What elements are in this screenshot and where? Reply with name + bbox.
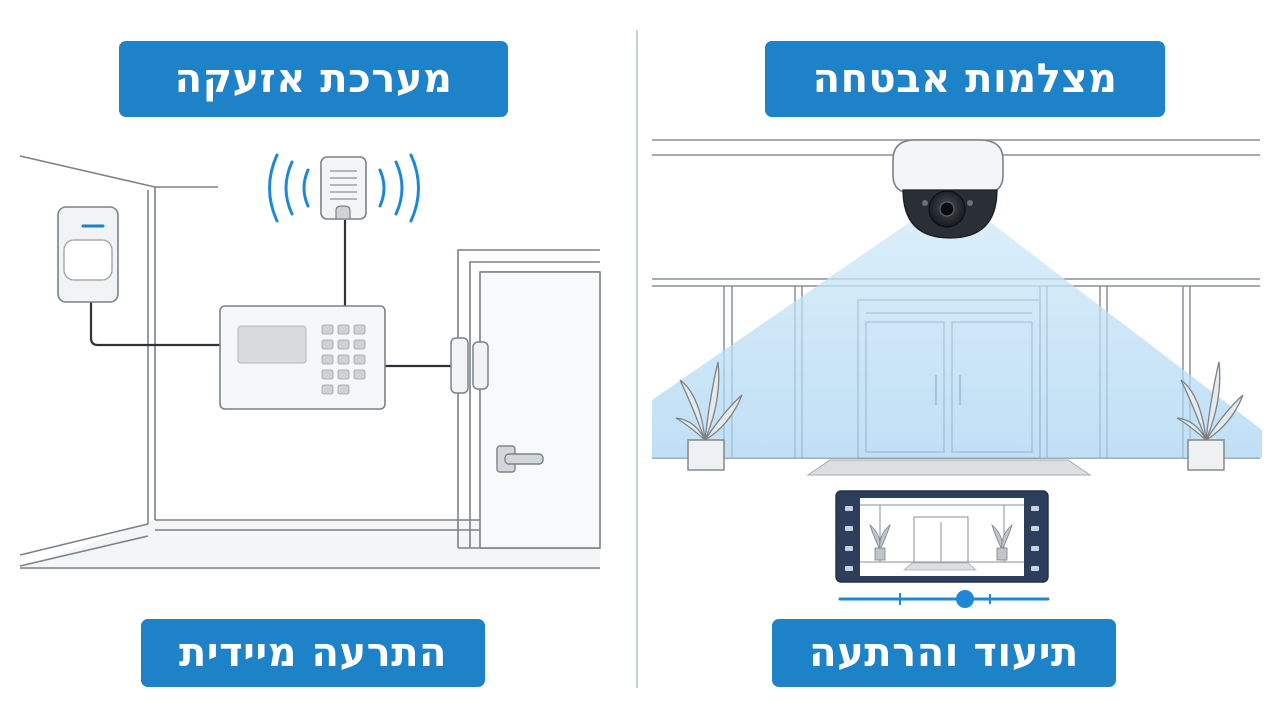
plant-right-icon xyxy=(1176,361,1244,471)
plant-left-icon xyxy=(675,361,743,471)
signal-waves-icon xyxy=(268,153,420,223)
alarm-wiring xyxy=(89,220,451,368)
door-contact-icon xyxy=(450,337,489,394)
door-handle-icon xyxy=(496,445,544,473)
room-scene xyxy=(19,155,600,570)
left-panel-caption: התרעה מיידית xyxy=(141,619,485,687)
right-panel-caption: תיעוד והרתעה xyxy=(772,619,1116,687)
motion-sensor-icon xyxy=(57,206,119,303)
door xyxy=(457,249,601,549)
right-panel-title: מצלמות אבטחה xyxy=(765,41,1165,117)
video-playback-icon xyxy=(835,490,1049,583)
left-panel-title: מערכת אזעקה xyxy=(119,41,508,117)
playback-slider xyxy=(838,590,1050,608)
dome-camera-icon xyxy=(892,139,1004,239)
alarm-keypad-icon xyxy=(219,305,386,410)
panel-divider xyxy=(636,30,638,688)
wireless-siren-icon xyxy=(320,156,367,220)
doormat xyxy=(806,459,1092,476)
camera-view-cone xyxy=(652,222,1262,458)
